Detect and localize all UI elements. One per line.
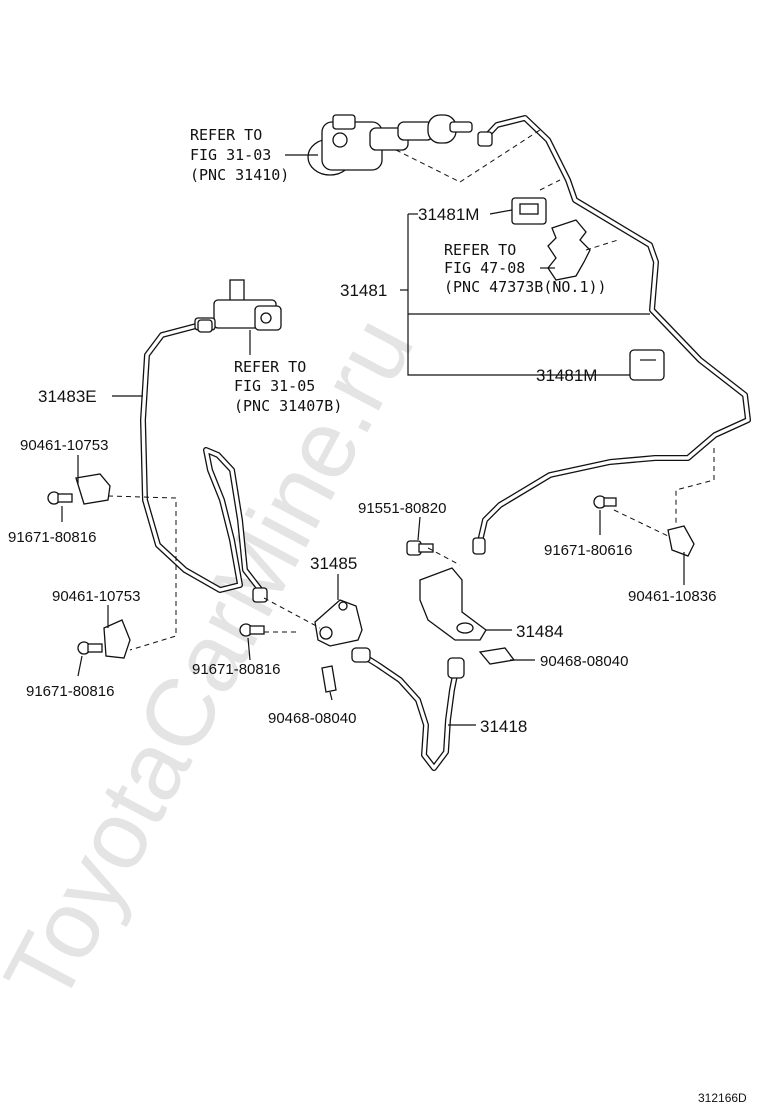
ref-union-line2: FIG 31-05 (234, 377, 315, 395)
label-31485: 31485 (310, 554, 357, 573)
figure-id: 312166D (698, 1091, 747, 1105)
dashed-leaders (107, 129, 715, 651)
label-31481: 31481 (340, 281, 387, 300)
ref-master-cylinder-line2: FIG 31-03 (190, 146, 271, 164)
clutch-tube-31483e (140, 322, 265, 595)
union-fitting (194, 279, 282, 331)
label-91551-80820: 91551-80820 (358, 500, 446, 517)
label-31483e: 31483E (38, 387, 97, 406)
bolt-91551-80820 (406, 540, 434, 556)
ref-clamp-line2: FIG 47-08 (444, 259, 525, 277)
clutch-tube-main (475, 115, 751, 553)
ref-master-cylinder-line3: (PNC 31410) (190, 166, 289, 184)
bolt-91671-80816-lower (77, 641, 103, 655)
ref-master-cylinder: REFER TO FIG 31-03 (PNC 31410) (190, 126, 289, 184)
bolt-91671-80816-middle (239, 623, 265, 637)
leader-lines (61, 154, 685, 726)
clamp-90461-10836 (667, 525, 695, 557)
label-90461-10836: 90461-10836 (628, 588, 716, 605)
clamp-90461-10753-upper (75, 473, 111, 505)
clip-90468-08040-left (321, 665, 337, 693)
label-31481m-bottom: 31481M (536, 366, 597, 385)
clamp-31481m-top (511, 197, 547, 225)
clamp-31481m-bottom (629, 349, 665, 381)
label-90468-08040-right: 90468-08040 (540, 653, 628, 670)
label-90468-08040-left: 90468-08040 (268, 710, 356, 727)
clip-90468-08040-right (478, 647, 516, 665)
label-91671-80816-middle: 91671-80816 (192, 661, 280, 678)
label-31481m-top: 31481M (418, 205, 479, 224)
bracket-31485 (314, 599, 363, 647)
master-cylinder-assembly (307, 114, 473, 176)
label-31484: 31484 (516, 622, 563, 641)
ref-master-cylinder-line1: REFER TO (190, 126, 262, 144)
clamp-47373b (547, 219, 591, 281)
clamp-90461-10753-lower (103, 619, 131, 659)
bolt-91671-80816-upper (47, 491, 73, 505)
ref-clamp-line3: (PNC 47373B(NO.1)) (444, 278, 607, 296)
label-91671-80816-lower: 91671-80816 (26, 683, 114, 700)
ref-clamp: REFER TO FIG 47-08 (PNC 47373B(NO.1)) (444, 241, 607, 296)
flexible-hose-31418 (359, 652, 459, 771)
label-90461-10753-lower: 90461-10753 (52, 588, 140, 605)
ref-union-line1: REFER TO (234, 358, 306, 376)
bracket-31484 (419, 567, 487, 641)
ref-union: REFER TO FIG 31-05 (PNC 31407B) (234, 358, 342, 415)
label-90461-10753-upper: 90461-10753 (20, 437, 108, 454)
bolt-91671-80616 (593, 495, 617, 509)
ref-clamp-line1: REFER TO (444, 241, 516, 259)
label-91671-80616: 91671-80616 (544, 542, 632, 559)
ref-union-line3: (PNC 31407B) (234, 397, 342, 415)
tube-fittings (197, 131, 493, 679)
label-91671-80816-upper: 91671-80816 (8, 529, 96, 546)
label-31418: 31418 (480, 717, 527, 736)
